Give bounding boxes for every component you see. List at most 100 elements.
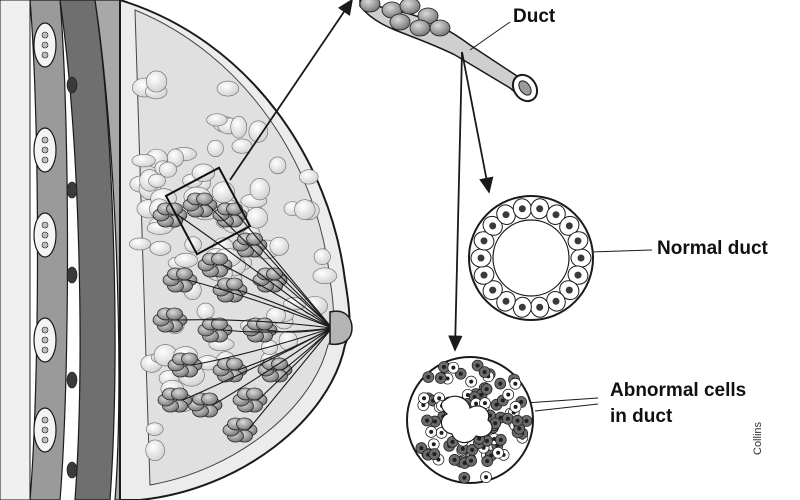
lobule xyxy=(166,307,183,321)
nucleus xyxy=(498,415,503,420)
nipple xyxy=(329,310,353,346)
nucleus xyxy=(484,387,489,392)
lobule xyxy=(211,317,228,331)
duct-line xyxy=(247,327,333,431)
nucleus xyxy=(484,475,489,480)
nucleus xyxy=(470,447,475,452)
duct-line xyxy=(237,289,333,329)
abnormal-duct-cross-section xyxy=(406,356,534,484)
nucleus xyxy=(431,442,436,447)
nucleus xyxy=(498,437,503,442)
fat-cell xyxy=(184,236,202,253)
lobule xyxy=(246,387,263,401)
nucleus xyxy=(565,222,573,230)
enlarged-duct xyxy=(359,0,539,103)
fat-cell xyxy=(312,267,338,285)
nucleus xyxy=(451,365,456,370)
nucleus xyxy=(518,205,526,213)
nucleus xyxy=(452,457,457,462)
fat-cell xyxy=(196,302,215,320)
nucleus xyxy=(469,458,474,463)
nucleus xyxy=(484,438,489,443)
lobule xyxy=(176,267,193,281)
lobule xyxy=(171,387,188,401)
lobule xyxy=(359,0,381,13)
fat-cell xyxy=(269,156,287,175)
nucleus xyxy=(442,364,447,369)
lobule xyxy=(399,0,421,15)
nucleus xyxy=(477,436,482,441)
nucleus xyxy=(432,419,437,424)
arrow-icon xyxy=(448,51,463,352)
duct-line xyxy=(267,327,333,333)
nucleus xyxy=(498,381,503,386)
nucleus xyxy=(482,370,487,375)
nucleus xyxy=(432,452,437,457)
normal-duct-leader-line xyxy=(589,249,653,253)
nucleus xyxy=(500,398,505,403)
nucleus xyxy=(421,403,426,408)
duct-leader-line xyxy=(469,21,511,51)
nucleus xyxy=(493,421,498,426)
fat-cell xyxy=(230,115,248,139)
fat-cell xyxy=(158,161,177,178)
nucleus xyxy=(475,363,480,368)
abnormal-leader-line-1 xyxy=(524,397,599,404)
nucleus xyxy=(552,211,560,219)
nucleus xyxy=(439,430,444,435)
nucleus xyxy=(445,376,450,381)
fat-cell xyxy=(206,113,228,127)
nucleus xyxy=(437,396,442,401)
duct-line xyxy=(212,327,333,406)
duct-line xyxy=(177,319,333,329)
nucleus xyxy=(502,211,510,219)
arrow-icon xyxy=(461,51,494,194)
nucleus xyxy=(489,286,497,294)
nucleus xyxy=(479,392,484,397)
nucleus xyxy=(496,450,501,455)
nucleus xyxy=(536,303,544,311)
nucleus xyxy=(426,375,431,380)
nucleus xyxy=(574,271,582,279)
fat-cell xyxy=(298,169,319,185)
nucleus xyxy=(477,254,485,262)
nucleus xyxy=(502,297,510,305)
nucleus xyxy=(489,222,497,230)
lobule xyxy=(256,317,273,331)
duct-line xyxy=(257,327,333,401)
zoom-box-icon xyxy=(164,166,252,256)
fat-cell xyxy=(145,422,164,436)
duct-line xyxy=(192,327,333,366)
nucleus xyxy=(450,439,455,444)
nucleus xyxy=(465,392,470,397)
fat-cell xyxy=(191,163,216,182)
duct-line xyxy=(207,204,333,329)
fat-cell xyxy=(248,120,269,143)
nucleus xyxy=(552,297,560,305)
fat-cell xyxy=(148,173,166,188)
fat-cell xyxy=(145,439,165,462)
nucleus xyxy=(474,401,479,406)
fat-cell xyxy=(131,153,156,168)
nucleus xyxy=(524,418,529,423)
fat-cell xyxy=(294,199,316,220)
nucleus xyxy=(536,205,544,213)
fat-cell xyxy=(313,248,331,266)
lobule xyxy=(266,267,283,281)
nucleus xyxy=(515,418,520,423)
nucleus xyxy=(458,371,463,376)
duct-line xyxy=(187,279,333,329)
illustrator-credit: Collins xyxy=(752,421,764,455)
nucleus xyxy=(425,418,430,423)
abnormal-cells-label-line2: in duct xyxy=(610,406,673,427)
lobule xyxy=(226,357,243,371)
fat-cell xyxy=(249,178,270,201)
fat-cell xyxy=(269,236,289,256)
nucleus xyxy=(482,401,487,406)
nucleus xyxy=(438,376,443,381)
lobule xyxy=(409,19,431,37)
abnormal-cells-label-line1: Abnormal cells xyxy=(610,380,747,401)
nucleus xyxy=(419,446,424,451)
lobule xyxy=(196,192,213,206)
